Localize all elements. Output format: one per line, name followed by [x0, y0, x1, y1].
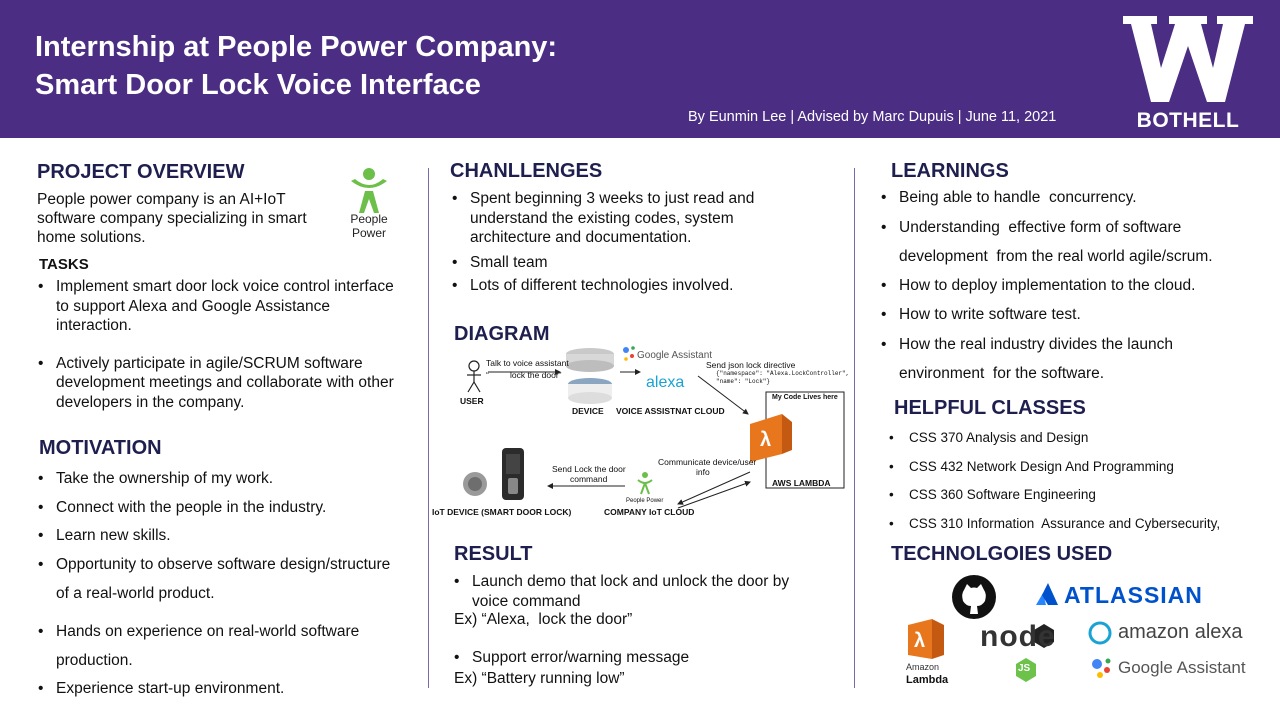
nodejs-icon — [1016, 624, 1054, 682]
diagram-google-assistant-label: Google Assistant — [637, 350, 713, 361]
svg-text:λ: λ — [914, 630, 925, 652]
result-example-1: Ex) “Alexa, lock the door” — [454, 611, 633, 628]
diagram-arrows: λ — [463, 346, 845, 509]
classes-list: CSS 370 Analysis and Design CSS 432 Netw… — [889, 428, 1259, 533]
task-item: Actively participate in agile/SCRUM soft… — [38, 354, 410, 413]
header-banner: Internship at People Power Company: Smar… — [0, 0, 1280, 138]
lambda-label-line2: Lambda — [906, 674, 949, 686]
learning-item: How to deploy implementation to the clou… — [881, 276, 1226, 296]
result-item: Support error/warning message — [454, 648, 814, 668]
bothell-label: BOTHELL — [1136, 109, 1240, 132]
nodejs-label: node — [980, 620, 1056, 653]
diagram-heading: DIAGRAM — [454, 323, 550, 345]
class-item: CSS 432 Network Design And Programming — [889, 457, 1259, 477]
diagram-send-lock-label2: command — [570, 474, 608, 484]
amazon-alexa-icon — [1088, 621, 1112, 645]
class-item: CSS 310 Information Assurance and Cybers… — [889, 514, 1259, 534]
motivation-list: Take the ownership of my work. Connect w… — [38, 469, 406, 698]
architecture-diagram: λ USER Talk to voice assistant “ lock th… — [430, 342, 850, 524]
diagram-user-label: USER — [460, 396, 484, 406]
challenge-item: Small team — [452, 253, 792, 273]
motivation-heading: MOTIVATION — [39, 437, 162, 459]
project-overview-heading: PROJECT OVERVIEW — [37, 161, 245, 183]
diagram-quote-open: “ — [486, 370, 489, 380]
challenge-item: Lots of different technologies involved. — [452, 276, 792, 296]
motivation-item: Hands on experience on real-world softwa… — [38, 617, 406, 675]
column-divider-left — [428, 168, 429, 688]
poster-title-line2: Smart Door Lock Voice Interface — [35, 69, 481, 101]
class-item: CSS 370 Analysis and Design — [889, 428, 1259, 448]
google-assistant-icon — [1092, 658, 1111, 678]
amazon-alexa-label: amazon alexa — [1118, 621, 1243, 643]
lambda-label-line1: Amazon — [906, 662, 940, 672]
class-item: CSS 360 Software Engineering — [889, 485, 1259, 505]
challenges-list: Spent beginning 3 weeks to just read and… — [452, 189, 792, 296]
result-list-1: Launch demo that lock and unlock the doo… — [454, 572, 814, 611]
challenge-item: Spent beginning 3 weeks to just read and… — [452, 189, 792, 248]
motivation-item: Opportunity to observe software design/s… — [38, 550, 406, 608]
motivation-item: Experience start-up environment. — [38, 679, 406, 699]
learning-item: Understanding effective form of software… — [881, 213, 1226, 271]
helpful-classes-heading: HELPFUL CLASSES — [894, 397, 1086, 419]
result-item: Launch demo that lock and unlock the doo… — [454, 572, 814, 611]
byline: By Eunmin Lee | Advised by Marc Dupuis |… — [688, 109, 1057, 125]
learning-item: Being able to handle concurrency. — [881, 188, 1226, 208]
learnings-list: Being able to handle concurrency. Unders… — [881, 188, 1226, 388]
diagram-send-lock-label1: Send Lock the door — [552, 464, 626, 474]
tasks-heading: TASKS — [39, 256, 89, 273]
diagram-voice-cloud-label: VOICE ASSISTNAT CLOUD — [616, 406, 725, 416]
people-power-logo-icon — [351, 168, 387, 213]
svg-text:λ: λ — [760, 429, 771, 451]
github-icon — [952, 575, 996, 619]
diagram-communicate-label2: info — [696, 467, 710, 477]
diagram-talk-label: Talk to voice assistant — [486, 358, 569, 368]
atlassian-icon — [1036, 583, 1058, 605]
aws-lambda-icon: λ — [908, 619, 944, 659]
motivation-item: Learn new skills. — [38, 526, 406, 546]
learning-item: How the real industry divides the launch… — [881, 330, 1226, 388]
people-power-logo-text: People Power — [350, 212, 388, 240]
result-heading: RESULT — [454, 543, 533, 565]
diagram-aws-lambda-label: AWS LAMBDA — [772, 478, 831, 488]
result-list-2: Support error/warning message — [454, 648, 814, 668]
motivation-item: Take the ownership of my work. — [38, 469, 406, 489]
diagram-json-line2: "name": "Lock"} — [716, 378, 771, 385]
diagram-send-json-label: Send json lock directive — [706, 360, 796, 370]
diagram-lock-phrase: lock the door” — [510, 370, 562, 380]
task-item: Implement smart door lock voice control … — [38, 277, 410, 336]
diagram-iot-cloud-label: COMPANY IoT CLOUD — [604, 507, 695, 517]
column-divider-right — [854, 168, 855, 688]
atlassian-label: ATLASSIAN — [1064, 582, 1203, 608]
diagram-communicate-label1: Communicate device/user — [658, 457, 757, 467]
diagram-alexa-label: alexa — [646, 374, 685, 391]
poster-title-line1: Internship at People Power Company: — [35, 31, 558, 63]
learning-item: How to write software test. — [881, 305, 1226, 325]
motivation-item: Connect with the people in the industry. — [38, 498, 406, 518]
technologies-heading: TECHNOLGOIES USED — [891, 543, 1113, 565]
tasks-list: Implement smart door lock voice control … — [38, 277, 410, 412]
diagram-iot-device-label: IoT DEVICE (SMART DOOR LOCK) — [432, 507, 572, 517]
challenges-heading: CHANLLENGES — [450, 160, 603, 182]
diagram-people-power-label: People Power — [626, 498, 664, 504]
google-assistant-label: Google Assistant — [1118, 658, 1246, 677]
result-example-2: Ex) “Battery running low” — [454, 670, 625, 687]
project-overview-text: People power company is an AI+IoT softwa… — [37, 191, 307, 246]
diagram-my-code-label: My Code Lives here — [772, 394, 838, 401]
diagram-device-label: DEVICE — [572, 406, 604, 416]
nodejs-js-label: JS — [1018, 663, 1031, 674]
diagram-json-line1: {"namespace": "Alexa.LockController", — [716, 370, 850, 377]
learnings-heading: LEARNINGS — [891, 160, 1009, 182]
uw-w-logo-icon — [1123, 16, 1253, 102]
